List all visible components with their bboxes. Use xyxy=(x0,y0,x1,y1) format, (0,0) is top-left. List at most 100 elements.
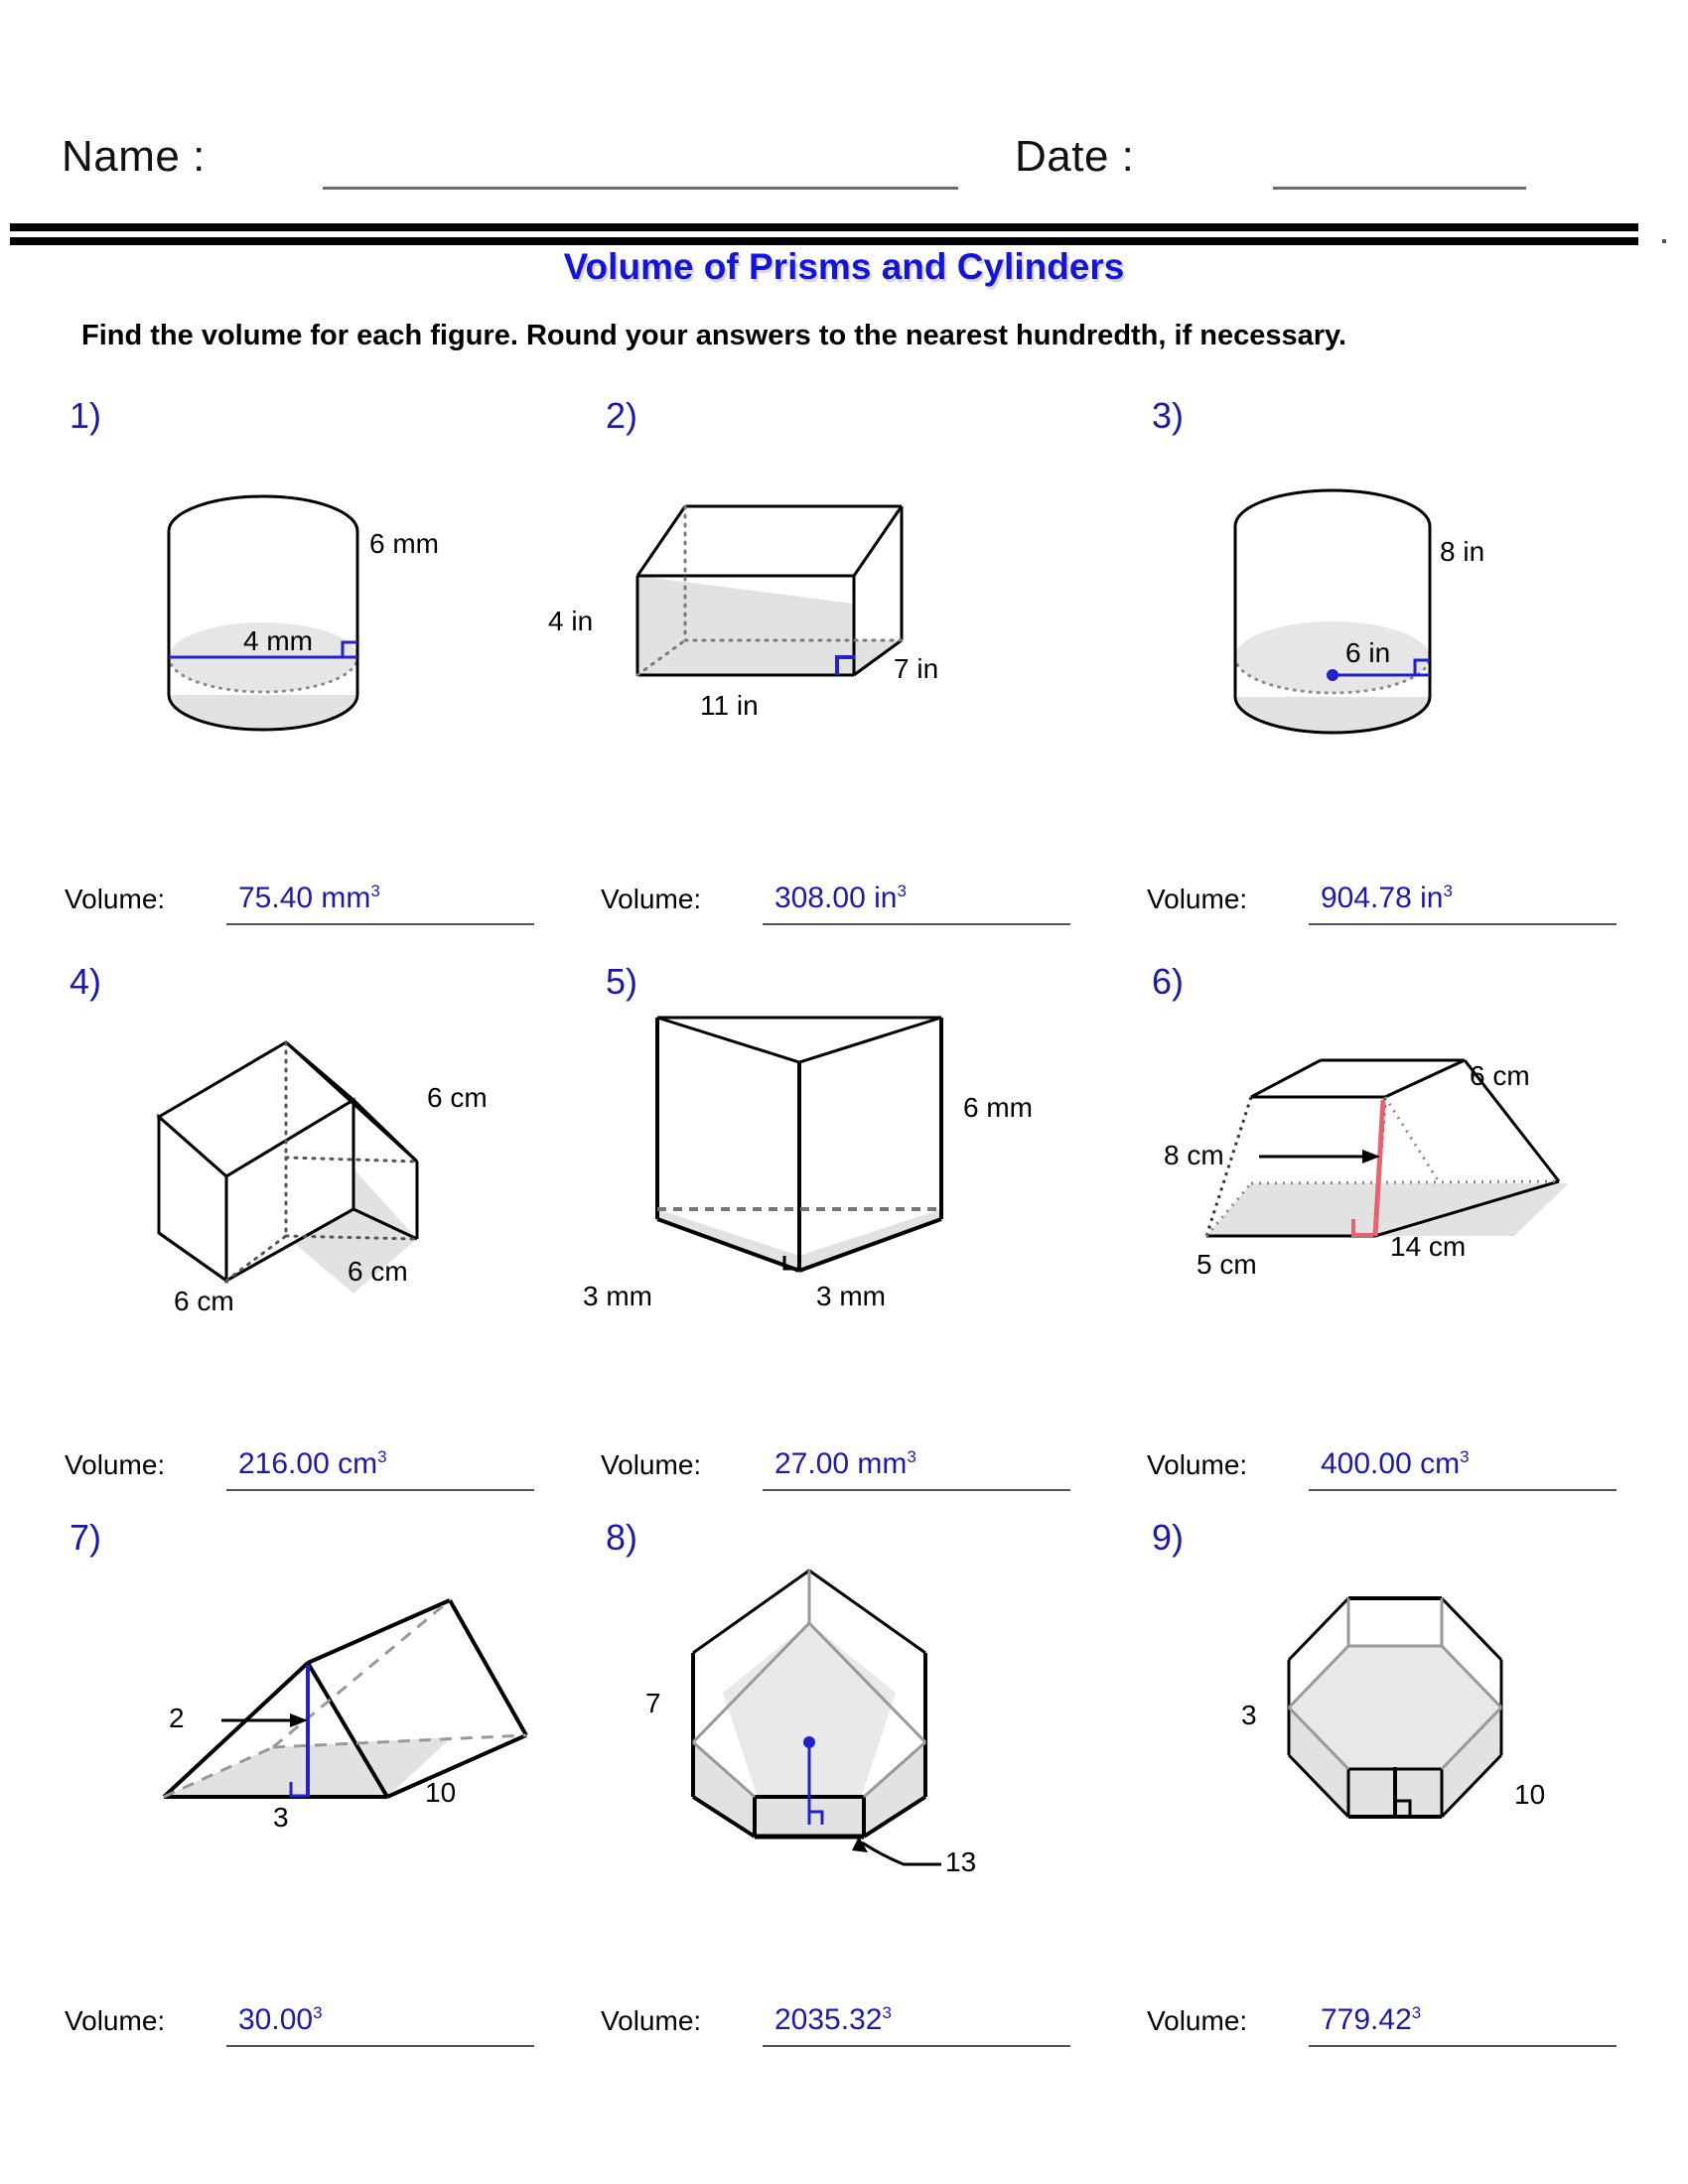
edge-dot xyxy=(1662,239,1666,243)
answer-block: Volume: 904.78 in3 xyxy=(1142,878,1658,925)
dimension-base-label: 3 xyxy=(273,1802,289,1833)
figure-trapezoidal-prism: 6 cm 8 cm 5 cm 14 cm xyxy=(1142,953,1678,1420)
answer-line[interactable] xyxy=(226,2045,534,2047)
problem-4: 4) 6 cm 6 cm 6 cm xyxy=(60,953,596,1509)
answer-exponent: 3 xyxy=(907,1447,916,1466)
answer-number: 779.42 xyxy=(1321,2003,1412,2036)
answer-block: Volume: 779.423 xyxy=(1142,1999,1658,2047)
answer-value: 2035.323 xyxy=(774,2003,892,2037)
dimension-depth-label: 7 in xyxy=(894,653,939,684)
dimension-bottom-label: 14 cm xyxy=(1390,1231,1467,1262)
answer-number: 75.40 mm xyxy=(238,882,371,914)
dimension-edge-bottom-left-label: 6 cm xyxy=(174,1286,234,1316)
answer-line[interactable] xyxy=(226,1489,534,1491)
problem-number: 5) xyxy=(606,961,638,1002)
dimension-top-label: 6 cm xyxy=(1470,1060,1530,1091)
volume-label: Volume: xyxy=(1147,884,1248,914)
dimension-edge-right-label: 6 cm xyxy=(427,1082,488,1113)
problem-2: 2) 4 in 7 in 11 in xyxy=(548,387,1132,943)
dimension-height-label: 4 in xyxy=(548,606,594,636)
answer-exponent: 3 xyxy=(1460,1447,1470,1466)
worksheet-header: Name : Date : xyxy=(0,55,1688,190)
dimension-edge-bottom-right-label: 6 cm xyxy=(348,1256,408,1287)
problem-number: 3) xyxy=(1152,395,1185,436)
name-input-line[interactable] xyxy=(323,187,958,190)
page-title: Volume of Prisms and Cylinders xyxy=(563,246,1125,287)
problem-number: 8) xyxy=(606,1517,638,1558)
dimension-length-label: 10 xyxy=(425,1777,457,1808)
dimension-width-label: 11 in xyxy=(700,690,759,721)
answer-line[interactable] xyxy=(763,923,1070,925)
answer-value: 400.00 cm3 xyxy=(1321,1447,1470,1481)
answer-value: 75.40 mm3 xyxy=(238,882,380,915)
answer-line[interactable] xyxy=(763,1489,1070,1491)
answer-exponent: 3 xyxy=(313,2003,323,2022)
answer-exponent: 3 xyxy=(1411,2003,1422,2022)
answer-block: Volume: 75.40 mm3 xyxy=(60,878,576,925)
volume-label: Volume: xyxy=(65,1449,166,1480)
title-divider-bar xyxy=(10,223,1666,245)
answer-block: Volume: 216.00 cm3 xyxy=(60,1443,576,1491)
answer-value: 779.423 xyxy=(1321,2003,1421,2037)
dimension-height-label: 2 xyxy=(169,1703,185,1733)
answer-value: 27.00 mm3 xyxy=(774,1447,916,1481)
figure-cylinder: 6 mm 4 mm xyxy=(60,387,596,854)
date-label: Date : xyxy=(1015,132,1135,181)
dimension-radius-label: 6 in xyxy=(1345,637,1391,668)
dimension-side-label: 10 xyxy=(1514,1779,1546,1810)
dimension-depth-label: 5 cm xyxy=(1196,1249,1257,1280)
name-label: Name : xyxy=(62,132,206,181)
problem-7: 7) 2 3 10 Vo xyxy=(60,1509,596,2065)
dimension-leg-right-label: 3 mm xyxy=(816,1281,886,1311)
dimension-height-label: 6 mm xyxy=(963,1092,1033,1123)
answer-block: Volume: 27.00 mm3 xyxy=(596,1443,1112,1491)
answer-value: 308.00 in3 xyxy=(774,882,907,915)
problem-6: 6) 6 xyxy=(1142,953,1678,1509)
answer-number: 400.00 cm xyxy=(1321,1447,1461,1480)
answer-value: 30.003 xyxy=(238,2003,323,2037)
volume-label: Volume: xyxy=(601,1449,702,1480)
problem-number: 9) xyxy=(1152,1517,1185,1558)
dimension-side-label: 13 xyxy=(945,1846,977,1877)
answer-exponent: 3 xyxy=(370,882,380,900)
answer-block: Volume: 308.00 in3 xyxy=(596,878,1112,925)
volume-label: Volume: xyxy=(1147,2005,1248,2036)
volume-label: Volume: xyxy=(601,884,702,914)
dimension-height-label: 7 xyxy=(645,1688,661,1718)
answer-line[interactable] xyxy=(1309,923,1617,925)
problem-9: 9) xyxy=(1142,1509,1678,2065)
problem-number: 4) xyxy=(70,961,102,1002)
problem-number: 1) xyxy=(70,395,102,436)
volume-label: Volume: xyxy=(1147,1449,1248,1480)
problem-number: 2) xyxy=(606,395,638,436)
answer-number: 216.00 cm xyxy=(238,1447,378,1480)
answer-line[interactable] xyxy=(226,923,534,925)
problem-3: 3) 8 in 6 in Volume: 904.78 in3 xyxy=(1142,387,1678,943)
problem-8: 8) xyxy=(596,1509,1132,2065)
figure-hexagonal-prism: 3 10 xyxy=(1142,1509,1678,1976)
figure-triangular-prism: 6 mm 3 mm 3 mm xyxy=(583,953,1132,1420)
answer-line[interactable] xyxy=(763,2045,1070,2047)
dimension-height-label: 6 mm xyxy=(369,528,439,559)
answer-line[interactable] xyxy=(1309,1489,1617,1491)
figure-triangular-prism: 2 3 10 xyxy=(60,1509,596,1976)
dimension-slant-label: 8 cm xyxy=(1164,1140,1224,1170)
answer-number: 904.78 in xyxy=(1321,882,1444,914)
dimension-leg-left-label: 3 mm xyxy=(583,1281,652,1311)
answer-number: 308.00 in xyxy=(774,882,898,914)
dimension-radius-label: 4 mm xyxy=(243,625,313,656)
figure-cylinder: 8 in 6 in xyxy=(1142,387,1678,854)
answer-line[interactable] xyxy=(1309,2045,1617,2047)
date-input-line[interactable] xyxy=(1273,187,1526,190)
problem-1: 1) 6 mm 4 mm Volume: 75.40 mm3 xyxy=(60,387,596,943)
figure-pentagonal-prism: 7 13 xyxy=(596,1509,1132,1976)
answer-exponent: 3 xyxy=(377,1447,387,1466)
volume-label: Volume: xyxy=(601,2005,702,2036)
problem-number: 6) xyxy=(1152,961,1185,1002)
figure-rectangular-prism: 4 in 7 in 11 in xyxy=(548,387,1132,854)
answer-number: 27.00 mm xyxy=(774,1447,908,1480)
answer-number: 30.00 xyxy=(238,2003,314,2036)
dimension-height-label: 3 xyxy=(1241,1700,1257,1730)
answer-exponent: 3 xyxy=(1443,882,1453,900)
